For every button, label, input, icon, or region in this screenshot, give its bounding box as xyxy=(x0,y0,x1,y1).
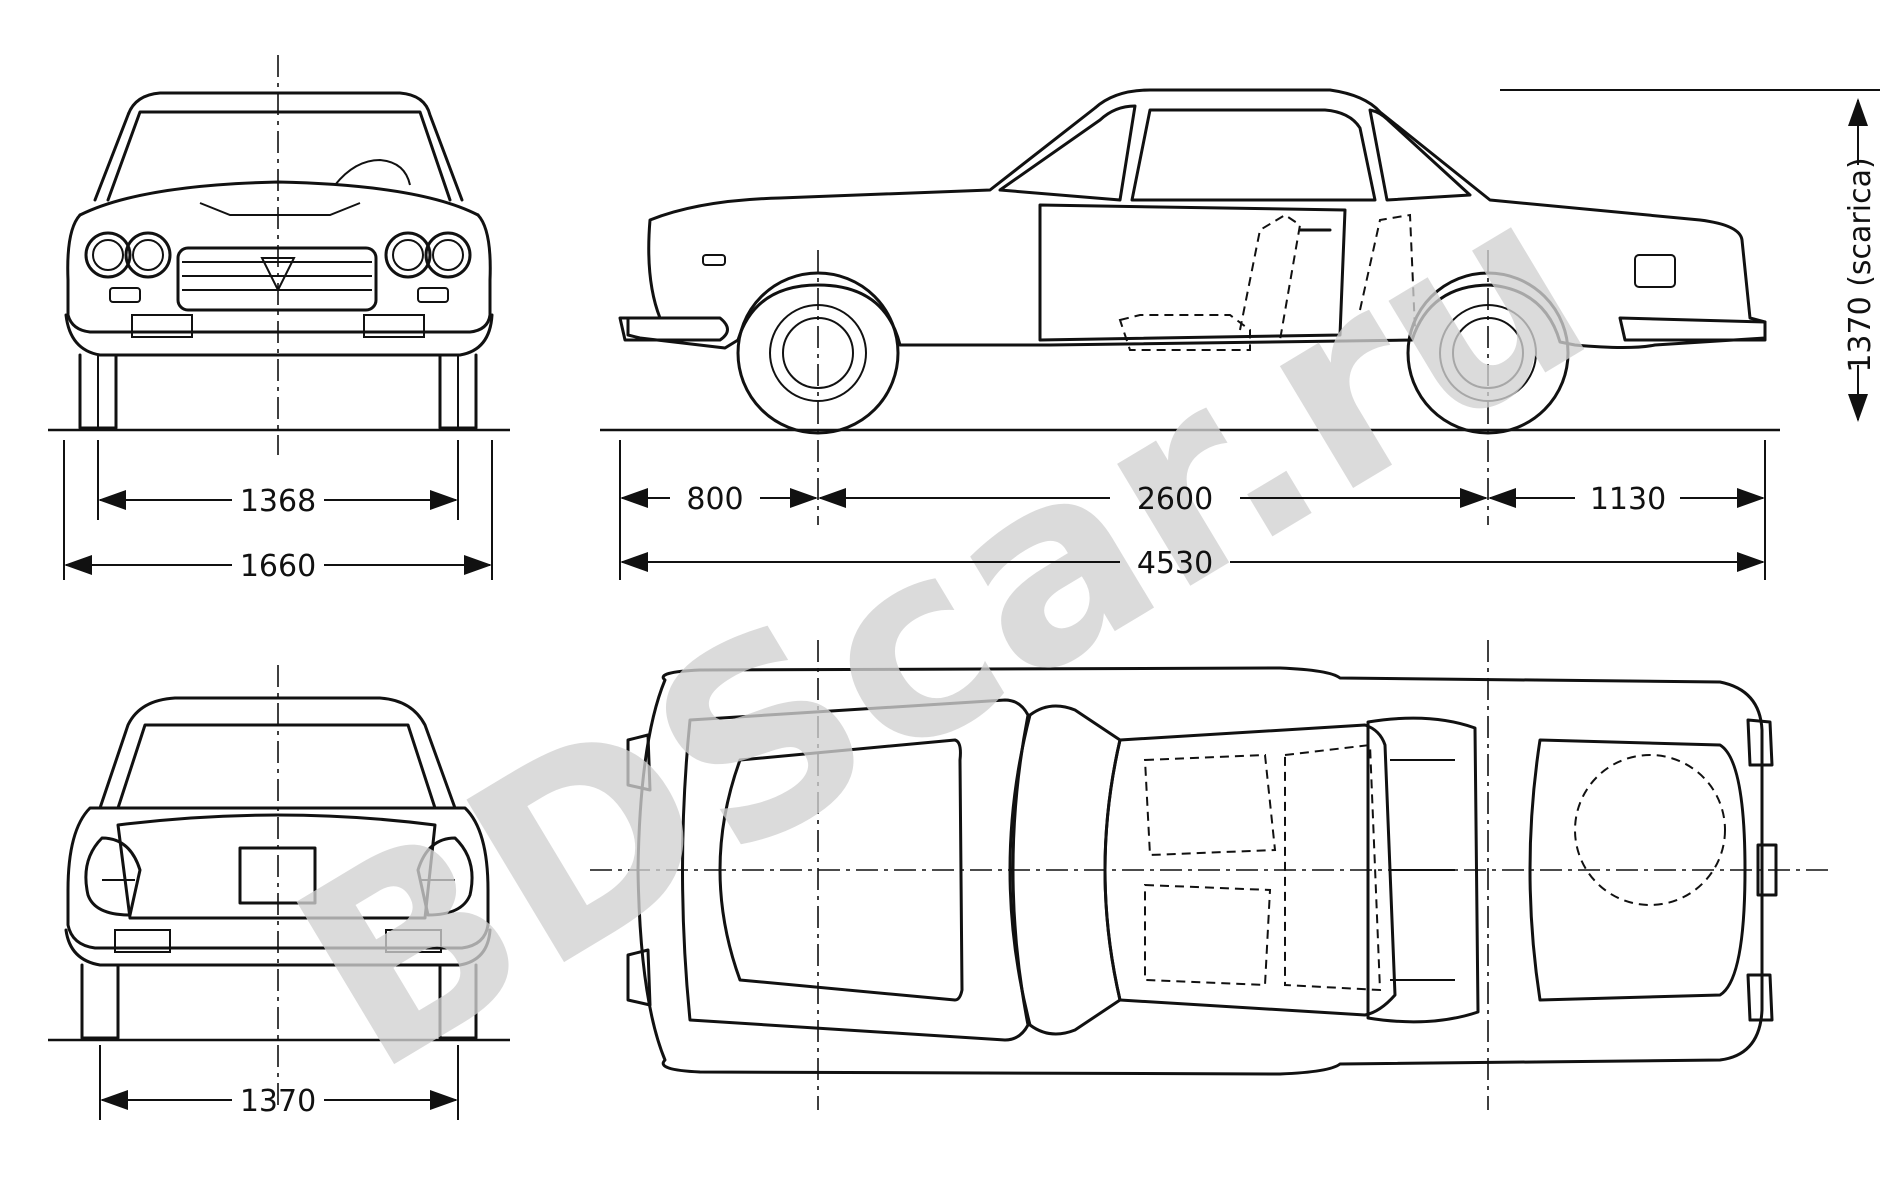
overall-length-label: 4530 xyxy=(1137,546,1213,581)
rear-track-label: 1370 xyxy=(240,1084,316,1119)
height-label: 1370 (scarica) xyxy=(1843,157,1878,372)
overall-width-label: 1660 xyxy=(240,549,316,584)
front-track-label: 1368 xyxy=(240,484,316,519)
side-view xyxy=(600,88,1880,580)
wheelbase-label: 2600 xyxy=(1137,482,1213,517)
dimensions: 1368 1660 800 2600 1130 4530 1370 1370 (… xyxy=(64,157,1878,1119)
rear-view xyxy=(48,665,510,1120)
front-view xyxy=(48,55,510,580)
front-overhang-label: 800 xyxy=(686,482,743,517)
top-view xyxy=(590,640,1830,1110)
rear-overhang-label: 1130 xyxy=(1590,482,1666,517)
